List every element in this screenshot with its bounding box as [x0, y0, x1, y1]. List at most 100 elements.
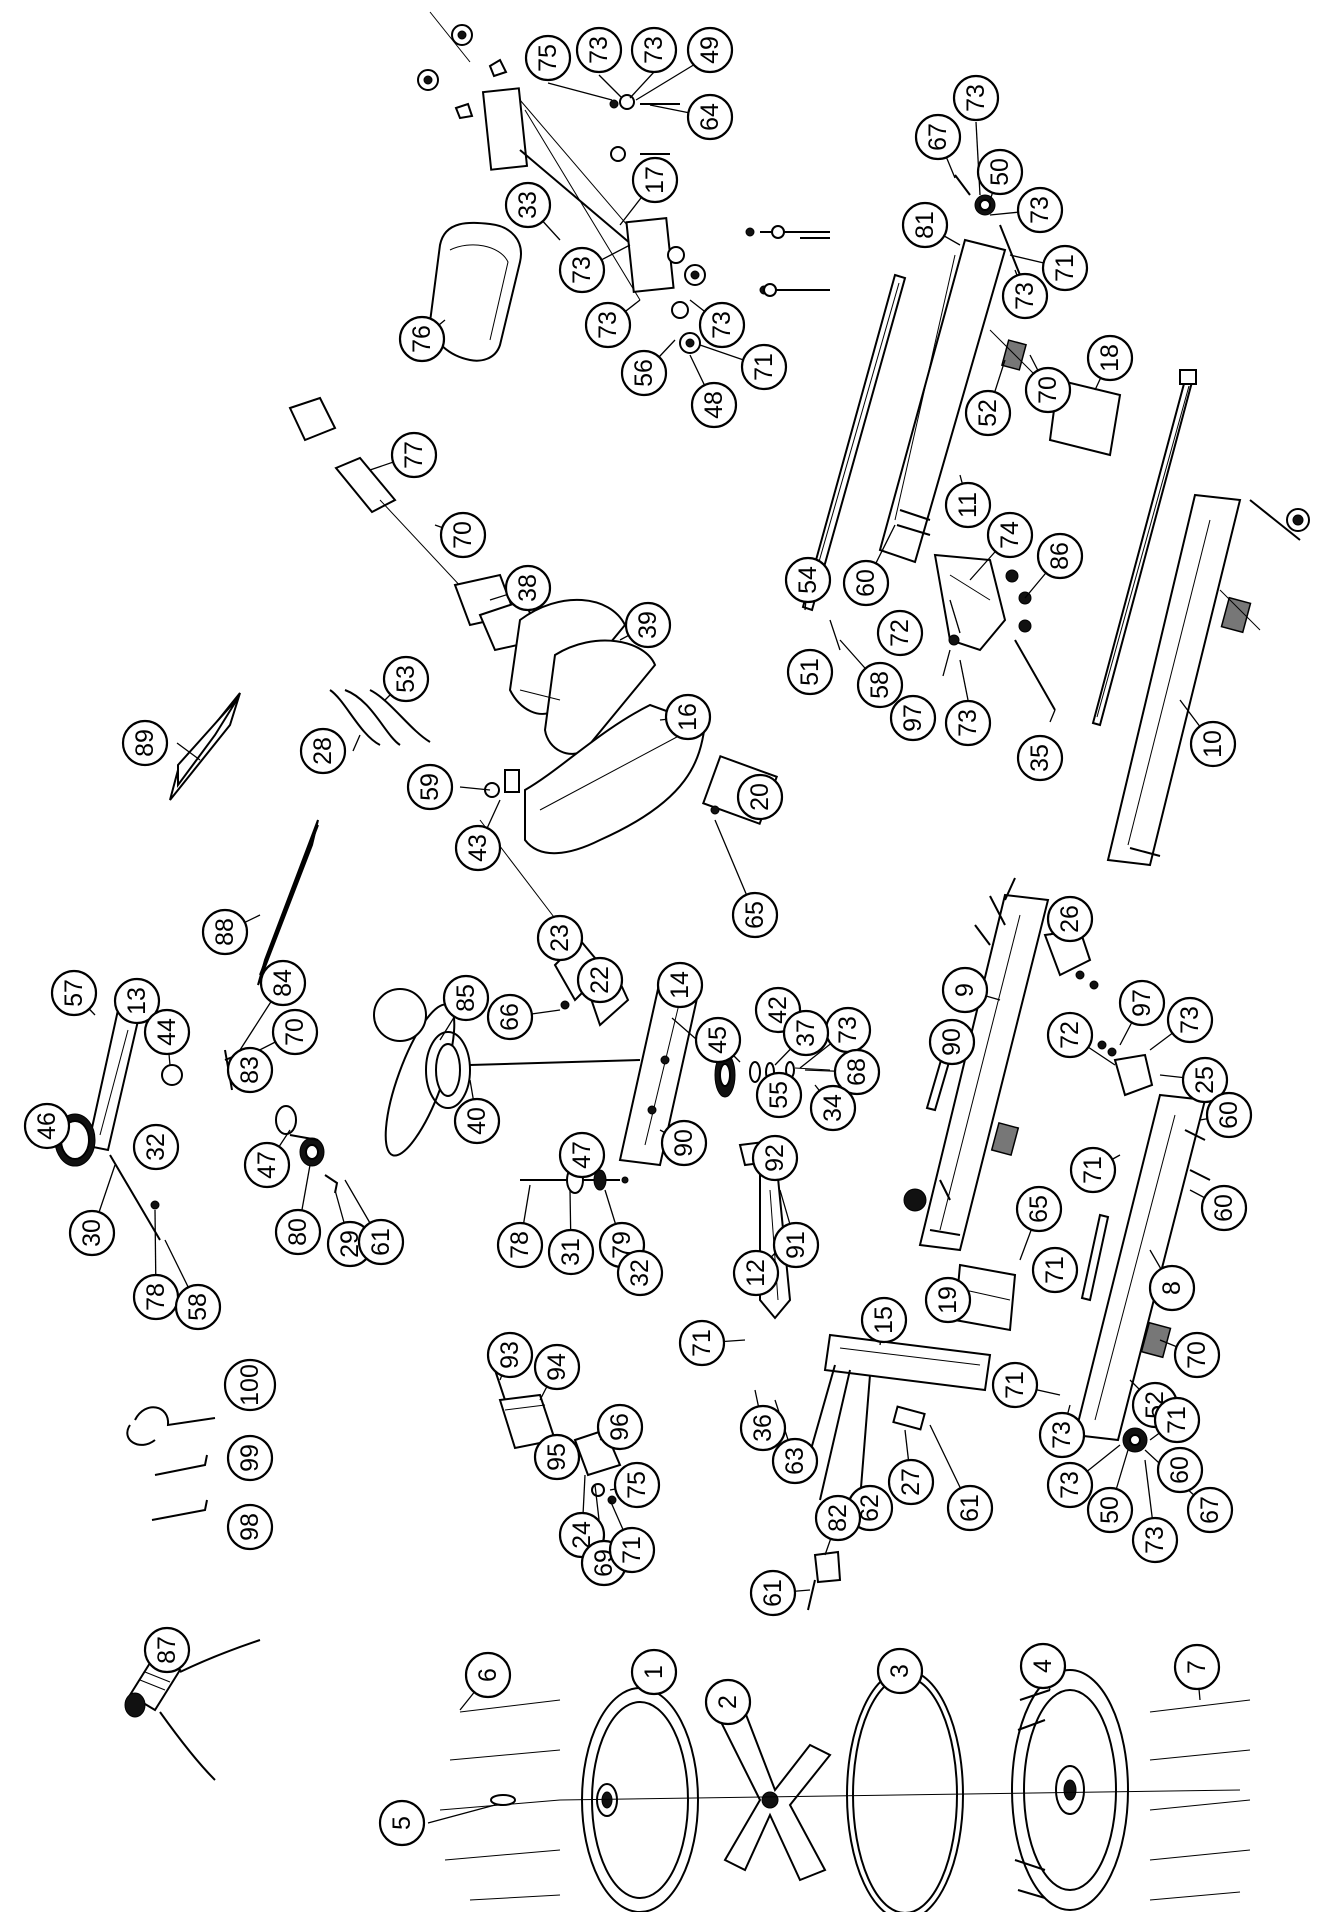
callout-55: 55 — [755, 1071, 803, 1119]
callout-label: 14 — [666, 971, 694, 999]
callout-circle — [772, 1221, 820, 1269]
callout-circle — [223, 1358, 277, 1412]
callout-label: 93 — [496, 1341, 524, 1369]
callout-71: 71 — [1153, 1396, 1201, 1444]
callout-label: 73 — [568, 256, 596, 284]
callout-label: 71 — [1001, 1371, 1029, 1399]
callout-10: 10 — [1189, 720, 1237, 768]
callout-circle — [941, 966, 989, 1014]
callout-70: 70 — [271, 1008, 319, 1056]
callout-circle — [547, 1228, 595, 1276]
callout-label: 76 — [408, 325, 436, 353]
callout-71: 71 — [740, 343, 788, 391]
callout-58: 58 — [174, 1283, 222, 1331]
callout-label: 71 — [1051, 254, 1079, 282]
callout-42: 42 — [754, 986, 802, 1034]
chainring — [714, 1052, 831, 1098]
callout-32: 32 — [132, 1123, 180, 1171]
callout-circle — [664, 693, 712, 741]
pedal — [494, 1369, 557, 1450]
callout-circle — [732, 1249, 780, 1297]
rear-stabilizer-rail — [801, 174, 1041, 612]
callout-circle — [382, 655, 430, 703]
callout-label: 60 — [1210, 1194, 1238, 1222]
callout-53: 53 — [382, 655, 430, 703]
callout-59: 59 — [406, 763, 454, 811]
callout-61: 61 — [946, 1484, 994, 1532]
callout-circle — [1181, 1056, 1229, 1104]
callout-label: 70 — [449, 521, 477, 549]
callout-65: 65 — [731, 891, 779, 939]
callout-7: 7 — [1173, 1643, 1221, 1691]
callout-circle — [390, 431, 438, 479]
seat-slider-assembly — [417, 11, 830, 354]
callout-label: 92 — [761, 1144, 789, 1172]
callout-61: 61 — [357, 1218, 405, 1266]
callout-78: 78 — [132, 1273, 180, 1321]
callout-label: 60 — [1166, 1456, 1194, 1484]
tools — [126, 1406, 216, 1521]
callout-label: 61 — [956, 1494, 984, 1522]
callout-97: 97 — [889, 694, 937, 742]
callout-58: 58 — [856, 661, 904, 709]
callout-60: 60 — [1200, 1184, 1248, 1232]
callout-circle — [1069, 1146, 1117, 1194]
callout-circle — [694, 1016, 742, 1064]
frame-15 — [807, 1333, 992, 1501]
callout-label: 39 — [634, 611, 662, 639]
callout-circle — [814, 1494, 862, 1542]
callout-label: 95 — [543, 1443, 571, 1471]
callout-circle — [1205, 1091, 1253, 1139]
callout-71: 71 — [1069, 1146, 1117, 1194]
callout-circle — [964, 389, 1012, 437]
callout-circle — [755, 1071, 803, 1119]
callout-46: 46 — [23, 1102, 71, 1150]
callout-57: 57 — [50, 969, 98, 1017]
parts-drawing — [54, 11, 1310, 1912]
callout-75: 75 — [524, 34, 572, 82]
callout-label: 78 — [142, 1283, 170, 1311]
callout-label: 70 — [1183, 1341, 1211, 1369]
callout-label: 58 — [184, 1293, 212, 1321]
callout-80: 80 — [274, 1208, 322, 1256]
callout-circle — [378, 1799, 426, 1847]
callout-label: 90 — [670, 1129, 698, 1157]
fastener-lines — [439, 1699, 1251, 1901]
callout-circle — [576, 956, 624, 1004]
callout-circle — [620, 349, 668, 397]
callout-circle — [504, 181, 552, 229]
callout-74: 74 — [986, 511, 1034, 559]
callout-96: 96 — [596, 1403, 644, 1451]
callout-label: 6 — [474, 1668, 502, 1682]
callout-circle — [976, 148, 1024, 196]
callout-label: 74 — [996, 521, 1024, 549]
callout-circle — [1166, 996, 1214, 1044]
foam-grips — [329, 689, 431, 746]
callout-circle — [1173, 1643, 1221, 1691]
callout-52: 52 — [964, 389, 1012, 437]
callout-label: 25 — [1191, 1066, 1219, 1094]
callout-label: 84 — [269, 969, 297, 997]
callout-circle — [486, 1331, 534, 1379]
callout-circle — [132, 1123, 180, 1171]
callout-60: 60 — [1205, 1091, 1253, 1139]
callout-circle — [558, 1131, 606, 1179]
callout-label: 65 — [741, 901, 769, 929]
callout-73: 73 — [630, 26, 678, 74]
callout-label: 40 — [463, 1107, 491, 1135]
handle-grip-cluster — [288, 396, 657, 755]
callout-circle — [889, 694, 937, 742]
callout-label: 87 — [153, 1636, 181, 1664]
callout-label: 3 — [886, 1664, 914, 1678]
callout-73: 73 — [824, 1006, 872, 1054]
callout-circle — [698, 301, 746, 349]
base-rail-upper — [903, 877, 1050, 1252]
callout-circle — [1036, 532, 1084, 580]
callout-circle — [736, 773, 784, 821]
callout-circle — [226, 1434, 274, 1482]
roller-assembly — [275, 1105, 339, 1194]
callout-5: 5 — [378, 1799, 426, 1847]
callout-75: 75 — [613, 1461, 661, 1509]
callout-50: 50 — [976, 148, 1024, 196]
callout-circle — [143, 1008, 191, 1056]
